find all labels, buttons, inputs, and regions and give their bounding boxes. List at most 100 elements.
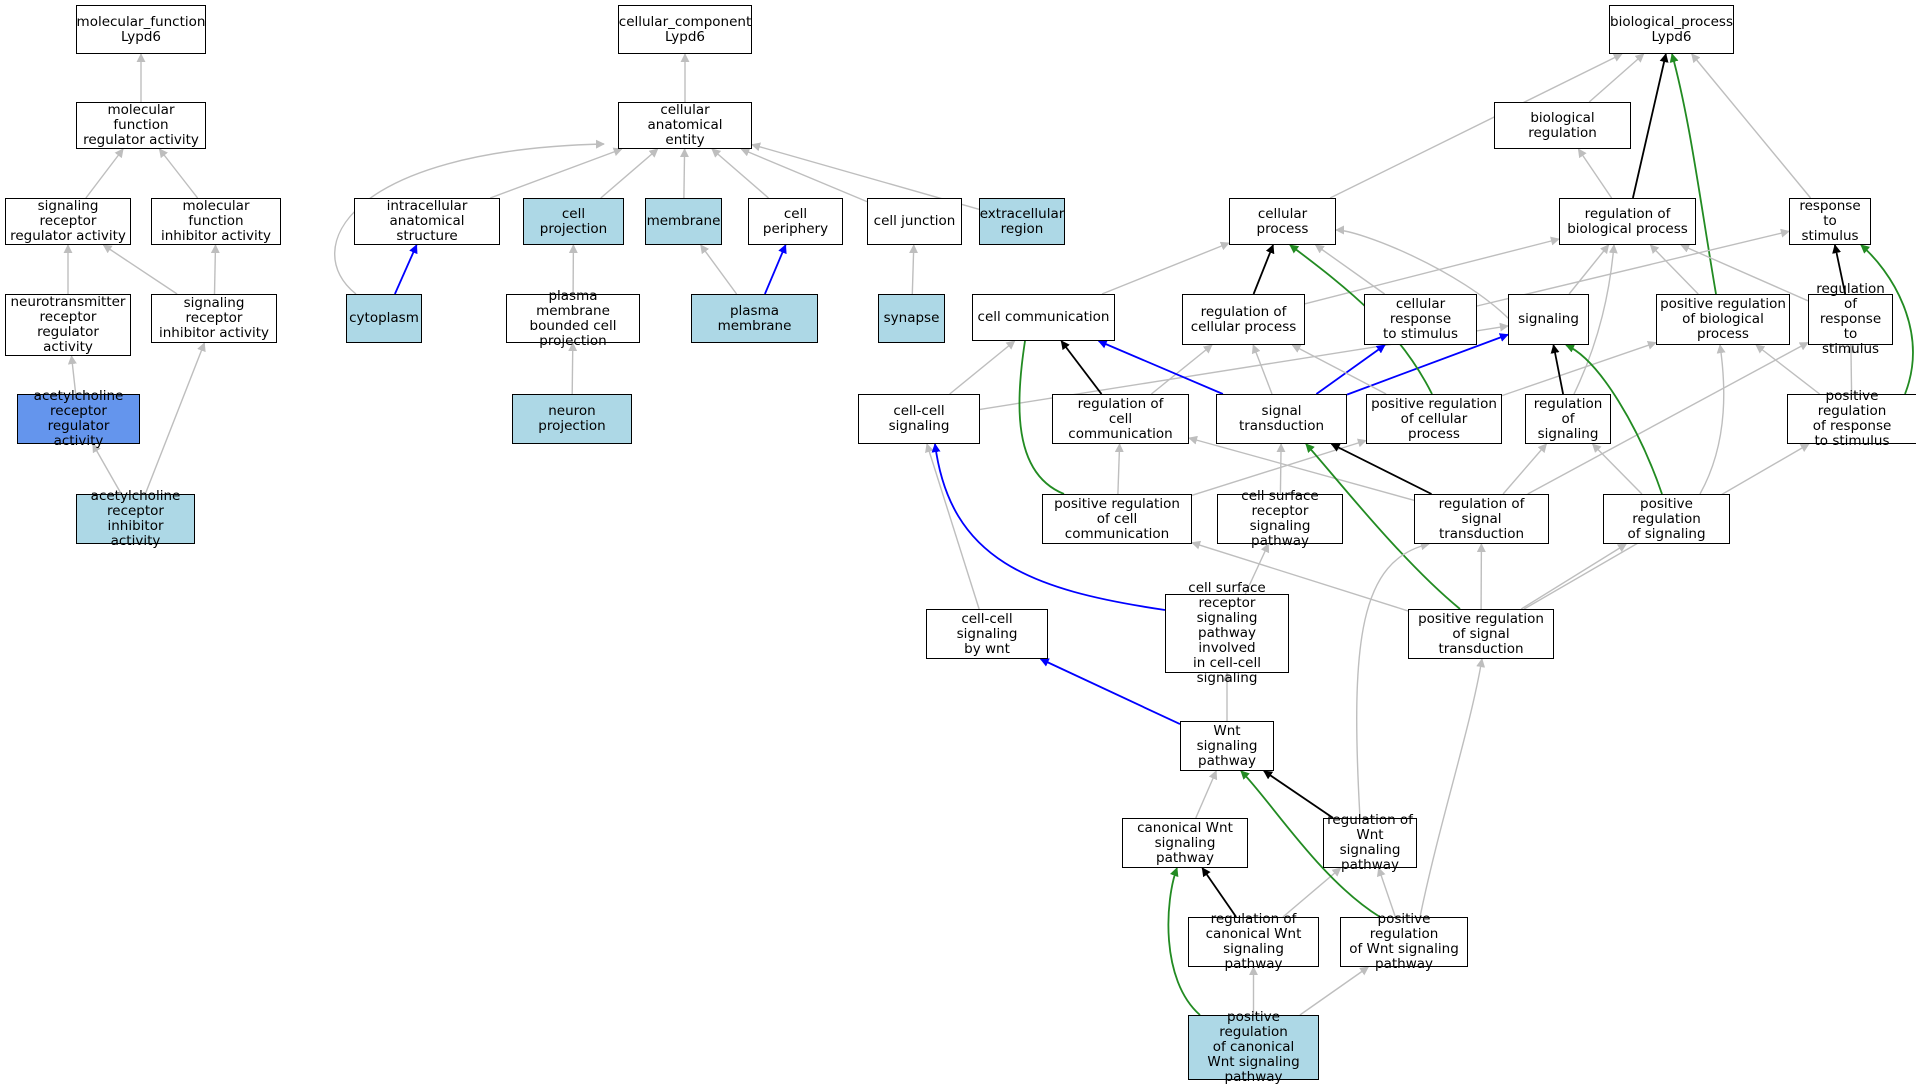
edge-is-a-can-wnt-to-wnt <box>1196 771 1216 818</box>
go-term-label: extracellular region <box>980 207 1065 237</box>
edge-is-a-pos-reg-cp-to-pos-reg-bp <box>1502 343 1656 396</box>
go-term-node-pos-reg-can-wnt[interactable]: positive regulation of canonical Wnt sig… <box>1188 1015 1319 1080</box>
go-term-label: positive regulation of signaling <box>1607 497 1726 542</box>
go-term-node-ach-reg[interactable]: acetylcholine receptor regulator activit… <box>17 394 140 444</box>
go-term-node-sig-trans[interactable]: signal transduction <box>1216 394 1347 444</box>
edge-part-of-pm-to-cell-periph <box>765 245 786 294</box>
go-term-label: cytoplasm <box>349 311 419 326</box>
go-term-label: positive regulation of cell communicatio… <box>1046 497 1188 542</box>
go-term-node-reg-wnt[interactable]: regulation of Wnt signaling pathway <box>1323 818 1417 868</box>
go-term-node-ccs-wnt[interactable]: cell-cell signaling by wnt <box>926 609 1048 659</box>
go-term-node-ias[interactable]: intracellular anatomical structure <box>354 198 500 245</box>
go-term-node-pm-bcp[interactable]: plasma membrane bounded cell projection <box>506 294 640 343</box>
go-term-node-sig-rec-reg[interactable]: signaling receptor regulator activity <box>5 198 131 245</box>
go-term-label: acetylcholine receptor regulator activit… <box>21 389 136 449</box>
go-term-label: acetylcholine receptor inhibitor activit… <box>80 489 191 549</box>
go-term-node-cell-resp[interactable]: cellular response to stimulus <box>1364 294 1477 345</box>
edge-is-a-cell-proj-to-cae <box>601 149 658 198</box>
go-term-node-pos-reg-st[interactable]: positive regulation of signal transducti… <box>1408 609 1554 659</box>
go-term-node-pm[interactable]: plasma membrane <box>691 294 818 343</box>
go-term-node-reg-cp[interactable]: regulation of cellular process <box>1182 294 1305 345</box>
go-term-node-signaling[interactable]: signaling <box>1508 294 1589 345</box>
edge-is-a-reg-resp-to-reg-bp <box>1681 245 1808 301</box>
edge-is-a-cell-resp-to-cell-proc <box>1316 245 1385 294</box>
edge-part-of-sig-trans-to-cell-resp <box>1316 345 1385 394</box>
go-term-node-pos-reg-resp[interactable]: positive regulation of response to stimu… <box>1787 394 1916 444</box>
go-term-node-sig-rec-inhib[interactable]: signaling receptor inhibitor activity <box>151 294 277 343</box>
edge-regulates-reg-st-to-sig-trans <box>1332 444 1432 494</box>
edge-is-a-neuron-proj-to-pm-bcp <box>572 343 573 394</box>
go-term-node-mf-inhib[interactable]: molecular function inhibitor activity <box>151 198 281 245</box>
go-term-label: plasma membrane <box>695 304 814 334</box>
go-term-label: positive regulation of biological proces… <box>1660 297 1786 342</box>
go-term-label: regulation of cell communication <box>1056 397 1185 442</box>
edge-part-of-wnt-to-ccs-wnt <box>1041 659 1180 724</box>
go-term-node-reg-sig[interactable]: regulation of signaling <box>1525 394 1611 444</box>
go-term-node-synapse[interactable]: synapse <box>878 294 945 343</box>
edge-is-a-pos-reg-wnt-to-reg-wnt <box>1379 868 1396 917</box>
go-term-label: regulation of canonical Wnt signaling pa… <box>1192 912 1315 972</box>
edge-is-a-pos-reg-bp-to-reg-bp <box>1650 245 1698 294</box>
go-term-label: cellular process <box>1233 207 1332 237</box>
go-term-label: cell communication <box>978 310 1110 325</box>
go-term-node-cytoplasm[interactable]: cytoplasm <box>346 294 422 343</box>
go-term-node-cc-root[interactable]: cellular_component Lypd6 <box>618 5 752 54</box>
go-term-node-reg-can-wnt[interactable]: regulation of canonical Wnt signaling pa… <box>1188 917 1319 967</box>
go-term-label: cell projection <box>527 207 620 237</box>
edge-is-a-pos-reg-can-wnt-to-pos-reg-wnt <box>1300 967 1368 1015</box>
go-term-node-reg-cc[interactable]: regulation of cell communication <box>1052 394 1189 444</box>
go-term-node-bio-reg[interactable]: biological regulation <box>1494 102 1631 149</box>
go-term-node-ach-inhib[interactable]: acetylcholine receptor inhibitor activit… <box>76 494 195 544</box>
go-term-node-extracell[interactable]: extracellular region <box>979 198 1065 245</box>
go-term-node-neuron-proj[interactable]: neuron projection <box>512 394 632 444</box>
edge-is-a-ach-inhib-to-sig-rec-inhib <box>145 343 204 494</box>
go-term-node-pos-reg-wnt[interactable]: positive regulation of Wnt signaling pat… <box>1340 917 1468 967</box>
go-term-label: cellular_component Lypd6 <box>619 15 751 45</box>
go-term-node-reg-bp[interactable]: regulation of biological process <box>1559 198 1696 245</box>
go-term-node-reg-resp[interactable]: regulation of response to stimulus <box>1808 294 1893 345</box>
go-term-label: positive regulation of cellular process <box>1371 397 1497 442</box>
go-term-node-pos-reg-sig[interactable]: positive regulation of signaling <box>1603 494 1730 544</box>
go-term-label: molecular function regulator activity <box>80 103 202 148</box>
go-term-node-cell-proj[interactable]: cell projection <box>523 198 624 245</box>
go-term-label: intracellular anatomical structure <box>358 199 496 244</box>
go-term-node-csrsp[interactable]: cell surface receptor signaling pathway <box>1217 494 1343 544</box>
edge-is-a-pm-to-membrane <box>701 245 737 294</box>
go-term-node-csrsp-ccs[interactable]: cell surface receptor signaling pathway … <box>1165 594 1289 673</box>
go-term-label: cell junction <box>874 214 956 229</box>
go-term-node-cell-periph[interactable]: cell periphery <box>748 198 843 245</box>
edge-is-a-ach-inhib-to-ach-reg <box>93 444 122 494</box>
go-term-label: canonical Wnt signaling pathway <box>1126 821 1244 866</box>
go-term-node-cell-comm[interactable]: cell communication <box>972 294 1115 341</box>
edge-is-a-sig-rec-inhib-to-mf-inhib <box>215 245 216 294</box>
go-term-node-pos-reg-bp[interactable]: positive regulation of biological proces… <box>1656 294 1790 345</box>
go-term-node-pos-reg-cc[interactable]: positive regulation of cell communicatio… <box>1042 494 1192 544</box>
edge-is-a-membrane-to-cae <box>684 149 685 198</box>
go-term-node-bp-root[interactable]: biological_process Lypd6 <box>1609 5 1734 54</box>
go-term-node-ccs[interactable]: cell-cell signaling <box>858 394 980 444</box>
go-term-node-membrane[interactable]: membrane <box>645 198 722 245</box>
go-term-node-mf-reg[interactable]: molecular function regulator activity <box>76 102 206 149</box>
edge-is-a-cell-junc-to-cae <box>741 149 867 202</box>
go-term-label: regulation of cellular process <box>1191 305 1297 335</box>
go-term-label: positive regulation of response to stimu… <box>1791 389 1913 449</box>
go-term-node-mf-root[interactable]: molecular_function Lypd6 <box>76 5 206 54</box>
go-term-node-cell-junc[interactable]: cell junction <box>867 198 962 245</box>
go-term-node-nt-rec-reg[interactable]: neurotransmitter receptor regulator acti… <box>5 294 131 356</box>
edge-is-a-ias-to-cae <box>490 149 622 198</box>
edge-is-a-reg-can-wnt-to-reg-wnt <box>1283 868 1341 917</box>
edge-is-a-ccs-wnt-to-ccs <box>927 444 979 609</box>
edge-is-a-csrsp-to-sig-trans <box>1280 444 1281 494</box>
edge-is-a-pos-reg-wnt-to-pos-reg-st <box>1420 659 1482 917</box>
go-term-node-cae[interactable]: cellular anatomical entity <box>618 102 752 149</box>
go-term-node-resp-stim[interactable]: response to stimulus <box>1789 198 1871 245</box>
edge-is-a-sig-rec-inhib-to-sig-rec-reg <box>103 245 177 294</box>
edge-regulates-reg-cc-to-cell-comm <box>1061 341 1101 394</box>
edge-is-a-pos-reg-sig-to-reg-sig <box>1593 444 1642 494</box>
go-term-node-wnt[interactable]: Wnt signaling pathway <box>1180 721 1274 771</box>
go-term-node-cell-proc[interactable]: cellular process <box>1229 198 1336 245</box>
go-term-node-can-wnt[interactable]: canonical Wnt signaling pathway <box>1122 818 1248 868</box>
go-term-node-reg-st[interactable]: regulation of signal transduction <box>1414 494 1549 544</box>
go-term-node-pos-reg-cp[interactable]: positive regulation of cellular process <box>1366 394 1502 444</box>
go-term-label: neuron projection <box>516 404 628 434</box>
